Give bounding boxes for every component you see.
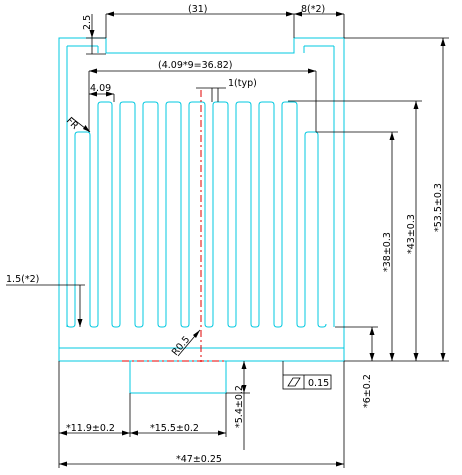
dim-6: *6±0.2 bbox=[362, 374, 373, 408]
fin bbox=[188, 101, 206, 324]
fin bbox=[235, 101, 252, 324]
slot-bottom bbox=[204, 323, 214, 328]
dim-r0-5: R0.5 bbox=[170, 334, 192, 358]
dim-53-5: *53.5±0.3 bbox=[433, 183, 444, 232]
fin bbox=[97, 101, 113, 324]
slot-bottom bbox=[250, 323, 260, 328]
dim-31: (31) bbox=[188, 4, 208, 15]
dim-11-9: *11.9±0.2 bbox=[66, 423, 115, 434]
bottom-pad bbox=[129, 360, 227, 394]
slot-bottom bbox=[296, 323, 306, 328]
fin-slots bbox=[66, 101, 327, 328]
dim-15-5: *15.5±0.2 bbox=[150, 423, 199, 434]
fin bbox=[142, 101, 159, 324]
flatness-value: 0.15 bbox=[308, 378, 329, 389]
dim-47: *47±0.25 bbox=[176, 454, 222, 465]
dim-1-5: 1.5(*2) bbox=[6, 274, 39, 285]
fin bbox=[119, 101, 136, 324]
fin bbox=[165, 101, 182, 324]
dim-4-09: 4.09 bbox=[90, 83, 111, 94]
slot-bottom bbox=[89, 323, 99, 328]
slot-bottom bbox=[111, 323, 121, 328]
fin bbox=[74, 131, 91, 324]
slot-bottom bbox=[227, 323, 237, 328]
dim-pitch: (4.09*9=36.82) bbox=[158, 60, 233, 71]
dim-38: *38±0.3 bbox=[382, 232, 393, 272]
fin bbox=[212, 101, 229, 324]
dimension-labels: (31) 8(*2) 2.5 (4.09*9=36.82) 4.09 1(typ… bbox=[6, 4, 444, 465]
slot-bottom bbox=[180, 323, 190, 328]
slot-bottom bbox=[66, 323, 76, 328]
dim-5-4: *5.4±0.2 bbox=[234, 385, 245, 428]
centerline bbox=[122, 90, 226, 362]
dim-fr: FR bbox=[64, 115, 81, 132]
arrowheads bbox=[59, 11, 446, 467]
fin bbox=[281, 101, 298, 324]
dim-43: *43±0.3 bbox=[406, 214, 417, 254]
slot-bottom bbox=[134, 323, 144, 328]
dim-2-5: 2.5 bbox=[82, 15, 93, 30]
slot-bottom bbox=[157, 323, 167, 328]
fin bbox=[258, 101, 275, 324]
dim-1-typ: 1(typ) bbox=[228, 78, 257, 89]
fin bbox=[304, 131, 319, 324]
slot-bottom bbox=[273, 323, 283, 328]
slot-bottom bbox=[317, 323, 327, 328]
dim-8x2: 8(*2) bbox=[301, 4, 325, 15]
